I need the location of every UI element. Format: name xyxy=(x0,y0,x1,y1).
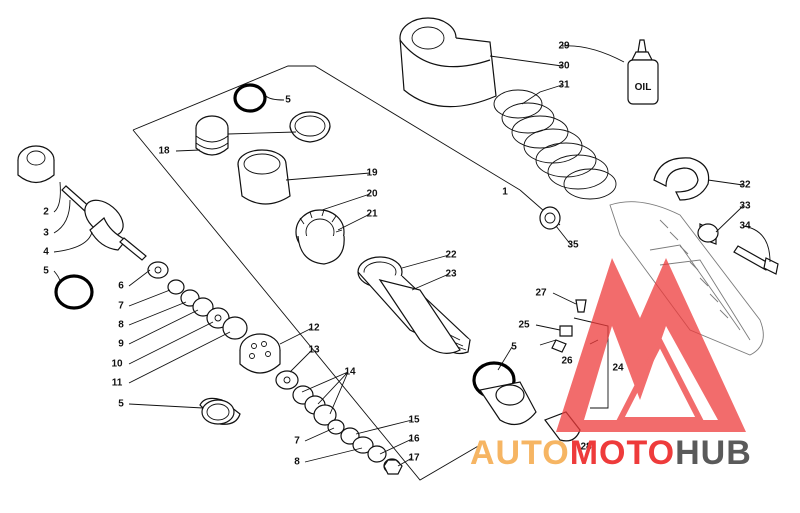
part-label-29: 29 xyxy=(558,41,570,52)
shock-body-22-23 xyxy=(357,256,472,355)
part-label-7: 7 xyxy=(118,301,124,312)
part-label-16: 16 xyxy=(408,434,420,445)
part-label-7: 7 xyxy=(294,436,300,447)
part-number-labels: 1234567891011518519202122231213147815161… xyxy=(43,41,751,468)
part-label-10: 10 xyxy=(111,359,123,370)
piston-rod-assembly xyxy=(17,145,147,310)
part-label-23: 23 xyxy=(445,269,457,280)
sleeve-19 xyxy=(237,149,291,205)
part-label-6: 6 xyxy=(118,281,124,292)
oil-bottle-label: OIL xyxy=(635,82,652,93)
reservoir-cap-30 xyxy=(399,17,497,108)
part-label-28: 28 xyxy=(580,442,592,453)
watermark-auto: AUTO xyxy=(470,434,570,472)
part-label-18: 18 xyxy=(158,146,170,157)
part-label-19: 19 xyxy=(366,168,378,179)
shim-stack xyxy=(147,261,248,340)
part-label-2: 2 xyxy=(43,207,49,218)
part-label-32: 32 xyxy=(739,180,751,191)
spring-31 xyxy=(493,89,617,200)
watermark-logo xyxy=(556,258,746,432)
part-label-14: 14 xyxy=(344,367,356,378)
part-label-25: 25 xyxy=(518,320,530,331)
reservoir-assembly xyxy=(609,201,764,356)
o-ring-5-top xyxy=(233,83,267,113)
part-label-1: 1 xyxy=(502,187,508,198)
part-label-12: 12 xyxy=(308,323,320,334)
part-label-13: 13 xyxy=(308,345,320,356)
part-label-22: 22 xyxy=(445,250,457,261)
piston-12 xyxy=(239,333,281,374)
part-label-5: 5 xyxy=(511,342,517,353)
part-label-15: 15 xyxy=(408,415,420,426)
part-label-5: 5 xyxy=(118,399,124,410)
part-label-34: 34 xyxy=(739,221,751,232)
spring-seat-20-21 xyxy=(295,209,345,265)
watermark-hub: HUB xyxy=(675,434,752,472)
part-label-31: 31 xyxy=(558,80,570,91)
svg-text:AUTOMOTOHUB: AUTOMOTOHUB xyxy=(470,434,752,472)
part-label-11: 11 xyxy=(112,378,123,389)
watermark-moto: MOTO xyxy=(570,434,675,472)
part-label-3: 3 xyxy=(43,228,49,239)
part-label-8: 8 xyxy=(294,457,300,468)
part-label-4: 4 xyxy=(43,247,49,258)
o-ring-5-left xyxy=(54,274,94,310)
spring-clip-32 xyxy=(653,157,710,201)
part-label-5: 5 xyxy=(43,266,49,277)
part-label-8: 8 xyxy=(118,320,124,331)
part-label-21: 21 xyxy=(366,209,378,220)
seal-head-group xyxy=(195,83,331,156)
part-label-30: 30 xyxy=(558,61,570,72)
part-label-20: 20 xyxy=(366,189,378,200)
watermark-text: AUTOMOTOHUB xyxy=(470,434,752,472)
part-label-24: 24 xyxy=(612,363,624,374)
oil-bottle: OIL xyxy=(627,39,659,105)
part-label-33: 33 xyxy=(739,201,751,212)
part-label-9: 9 xyxy=(118,339,124,350)
bushing-5-lower xyxy=(199,397,241,425)
part-label-27: 27 xyxy=(535,288,547,299)
part-label-5: 5 xyxy=(285,95,291,106)
leader-lines xyxy=(53,45,771,467)
part-label-26: 26 xyxy=(561,356,573,367)
part-label-35: 35 xyxy=(567,240,579,251)
part-label-17: 17 xyxy=(408,453,420,464)
bushing-bolt-group xyxy=(539,206,779,275)
